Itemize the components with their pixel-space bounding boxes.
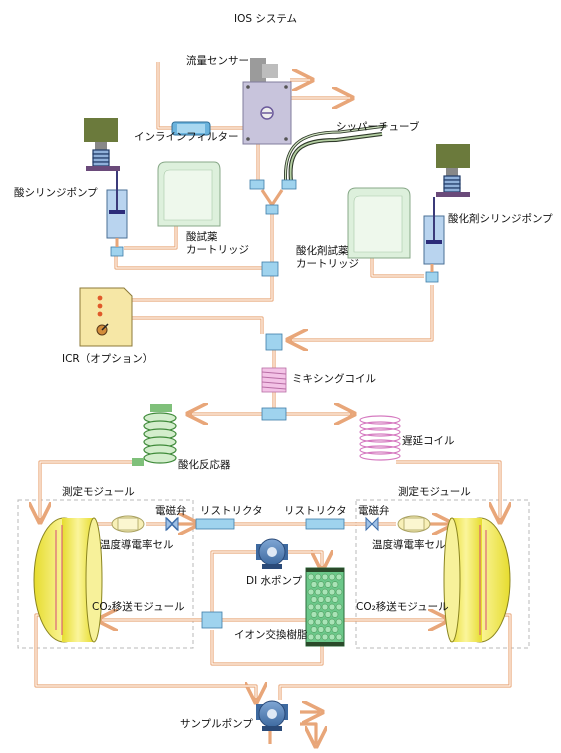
measurement-module-left-label: 測定モジュール (62, 485, 135, 498)
acid-syringe-pump (84, 118, 128, 257)
t-connector-mixing (265, 333, 283, 351)
resin-bead (307, 573, 315, 581)
sample-pump-label: サンプルポンプ (180, 718, 253, 730)
delay-coil (359, 415, 401, 461)
conductivity-cell-left-label: 温度導電率セル (100, 538, 174, 551)
conductivity-cell-left (111, 515, 145, 533)
oxidizer-syringe-pump (423, 144, 470, 283)
resin-bead (331, 581, 339, 588)
resin-bead (335, 573, 343, 581)
resin-bead (331, 611, 339, 618)
di-water-pump (256, 538, 288, 569)
resin-bead (307, 588, 315, 596)
oxidation-reactor-label: 酸化反応器 (178, 458, 231, 471)
solenoid-valve-right (365, 516, 379, 532)
icr-option (79, 287, 133, 347)
resin-bead (307, 618, 315, 626)
resin-bead (310, 626, 318, 633)
oxidizer-cartridge-label-1: 酸化剤試薬 (296, 244, 349, 257)
oxidizer-syringe-pump-label: 酸化剤シリンジポンプ (448, 212, 553, 225)
resin-bead (335, 618, 343, 626)
ion-exchange-resin (305, 567, 345, 647)
oxidizer-reagent-cartridge (347, 187, 411, 259)
resin-bead (321, 588, 329, 596)
ion-exchange-resin-label: イオン交換樹脂 (234, 628, 308, 641)
conductivity-cell-right (397, 515, 431, 533)
resin-bead (328, 618, 336, 626)
resin-bead (314, 573, 322, 581)
conductivity-cell-right-label: 温度導電率セル (372, 538, 446, 551)
resin-bead (317, 611, 325, 618)
resin-bead (335, 633, 343, 641)
resin-bead (324, 596, 332, 603)
solenoid-valve-left-label: 電磁弁 (155, 504, 187, 517)
resin-bead (328, 633, 336, 641)
di-water-pump-label: DI 水ポンプ (246, 575, 303, 587)
acid-reagent-cartridge (157, 161, 221, 227)
measurement-module-left-box (17, 499, 194, 649)
resin-bead (328, 573, 336, 581)
measurement-module-right-box (355, 499, 530, 649)
diagram-title: IOS システム (234, 13, 297, 25)
inline-filter-label: インラインフィルター (134, 131, 238, 143)
resin-bead (307, 633, 315, 641)
solenoid-valve-left (165, 516, 179, 532)
acid-reagent-cartridge-label-2: カートリッジ (186, 244, 249, 256)
flow-sensor-label: 流量センサー (186, 54, 249, 67)
resin-bead (310, 611, 318, 618)
resin-bead (335, 588, 343, 596)
sipper-tube-label: シッパーチューブ (336, 120, 420, 133)
resin-bead (317, 596, 325, 603)
resin-bead (310, 581, 318, 588)
co2-module-right (443, 517, 511, 643)
inline-filter (171, 121, 211, 136)
acid-reagent-cartridge-label-1: 酸試薬 (186, 230, 218, 243)
y-connector (249, 179, 297, 215)
icr-option-label: ICR（オプション） (62, 353, 153, 365)
resin-bead (335, 603, 343, 611)
acid-syringe-pump-label: 酸シリンジポンプ (14, 186, 98, 199)
delay-coil-label: 遅延コイル (402, 435, 455, 447)
cross-connector (201, 611, 223, 629)
restrictor-left (195, 518, 235, 530)
resin-bead (314, 588, 322, 596)
flow-sensor (242, 58, 292, 145)
resin-bead (314, 633, 322, 641)
co2-module-left-label: CO₂移送モジュール (92, 600, 185, 613)
mixing-coil-label: ミキシングコイル (292, 372, 376, 385)
resin-bead (314, 618, 322, 626)
sample-pump (256, 700, 288, 731)
resin-bead (324, 626, 332, 633)
co2-module-right-label: CO₂移送モジュール (356, 600, 449, 613)
resin-bead (328, 603, 336, 611)
resin-bead (321, 633, 329, 641)
resin-bead (328, 588, 336, 596)
measurement-module-right-label: 測定モジュール (398, 485, 471, 498)
sipper-tube (283, 124, 387, 187)
mixing-coil (261, 367, 287, 393)
restrictor-right (305, 518, 345, 530)
resin-bead (321, 573, 329, 581)
oxidizer-cartridge-label-2: カートリッジ (296, 258, 359, 270)
resin-bead (331, 596, 339, 603)
restrictor-left-label: リストリクタ (200, 505, 263, 517)
resin-bead (331, 626, 339, 633)
resin-bead (321, 603, 329, 611)
t-connector-acid (261, 261, 279, 277)
resin-bead (317, 581, 325, 588)
resin-bead (321, 618, 329, 626)
restrictor-right-label: リストリクタ (284, 505, 347, 517)
resin-bead (324, 611, 332, 618)
resin-bead (324, 581, 332, 588)
resin-bead (317, 626, 325, 633)
resin-bead (310, 596, 318, 603)
resin-bead (314, 603, 322, 611)
co2-module-left (33, 517, 103, 643)
oxidation-reactor (132, 404, 177, 466)
t-connector-split (261, 407, 287, 421)
solenoid-valve-right-label: 電磁弁 (358, 504, 390, 517)
resin-bead (307, 603, 315, 611)
